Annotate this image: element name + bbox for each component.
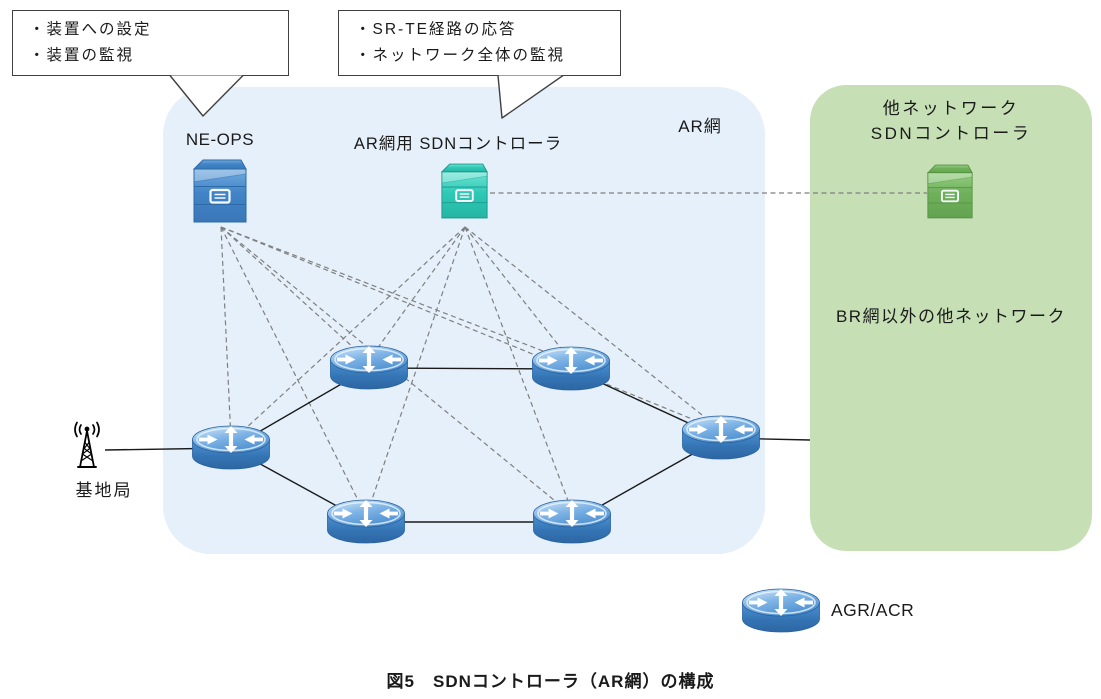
router-icon-r1 bbox=[192, 422, 270, 474]
callout-ne-ops-line1: ・装置への設定 bbox=[29, 21, 152, 38]
dashed-link-sdn-r2 bbox=[368, 226, 466, 361]
other-sdn-controller-server-icon bbox=[927, 162, 973, 221]
router-icon-r2 bbox=[330, 342, 408, 394]
ar-region-label: AR網 bbox=[678, 117, 722, 136]
dashed-link-neops-r4 bbox=[220, 226, 720, 431]
router-icon-r4 bbox=[682, 412, 760, 464]
callout-sdn-controller: ・SR-TE経路の応答 ・ネットワーク全体の監視 bbox=[338, 10, 621, 76]
dashed-link-sdn-r6 bbox=[464, 226, 574, 515]
dashed-link-sdn-r1 bbox=[232, 226, 466, 441]
router-icon-r5 bbox=[327, 496, 405, 548]
other-network-title-line1: 他ネットワーク bbox=[882, 99, 1020, 118]
dashed-link-neops-r1 bbox=[220, 226, 232, 441]
callout-sdn-line2: ・ネットワーク全体の監視 bbox=[355, 47, 566, 64]
base-station-label: 基地局 bbox=[75, 481, 133, 500]
ne-ops-label: NE-OPS bbox=[185, 130, 255, 149]
dashed-link-neops-r6 bbox=[220, 226, 572, 515]
ar-sdn-controller-label: AR網用 SDNコントローラ bbox=[353, 135, 563, 153]
other-network-description: BR網以外の他ネットワーク bbox=[835, 307, 1067, 326]
legend-router-label: AGR/ACR bbox=[831, 600, 915, 620]
ar-sdn-controller-server-icon bbox=[441, 161, 488, 221]
callout-ne-ops: ・装置への設定 ・装置の監視 bbox=[12, 10, 289, 76]
router-icon-r3 bbox=[532, 343, 610, 395]
figure-caption: 図5 SDNコントローラ（AR網）の構成 bbox=[386, 672, 715, 691]
other-network-title: 他ネットワーク SDNコントローラ bbox=[818, 96, 1084, 146]
dashed-link-neops-r2 bbox=[220, 226, 368, 361]
dashed-link-sdn-r3 bbox=[464, 226, 572, 362]
legend-router-icon bbox=[742, 585, 820, 637]
other-network-title-line2: SDNコントローラ bbox=[870, 124, 1032, 143]
callout-ne-ops-line2: ・装置の監視 bbox=[29, 47, 135, 64]
router-icon-r6 bbox=[533, 496, 611, 548]
base-station-icon bbox=[74, 421, 100, 468]
other-network-region bbox=[810, 85, 1092, 551]
dashed-link-neops-r3 bbox=[220, 226, 570, 362]
dashed-link-sdn-r4 bbox=[464, 226, 722, 431]
ne-ops-server-icon: svg [data-name] {} bbox=[193, 159, 247, 223]
callout-sdn-line1: ・SR-TE経路の応答 bbox=[355, 21, 517, 38]
dashed-link-neops-r5 bbox=[220, 226, 366, 515]
